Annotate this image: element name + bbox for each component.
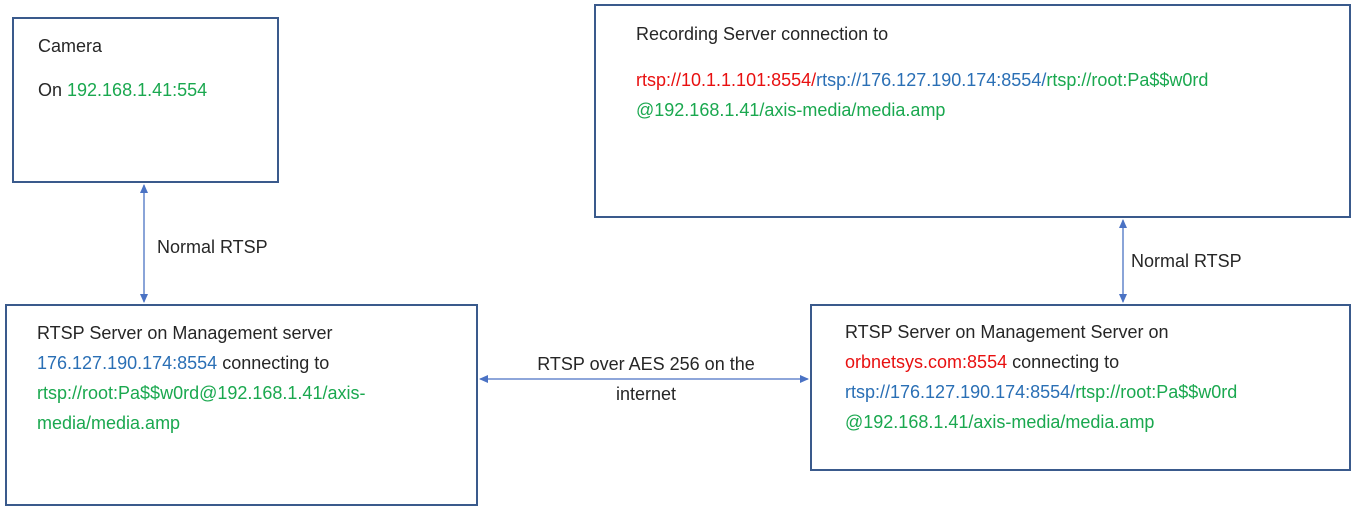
recording-server-box [594,4,1351,218]
mgmt-right-url-part2: rtsp://root:Pa$$w0rd [1075,382,1238,402]
camera-text: Camera On 192.168.1.41:554 [38,31,207,105]
mgmt-right-url-line1: rtsp://176.127.190.174:8554/rtsp://root:… [845,377,1237,407]
camera-title: Camera [38,36,103,56]
mgmt-right-title: RTSP Server on Management Server on [845,322,1169,342]
recording-mgmt-label: Normal RTSP [1131,251,1242,271]
mgmt-left-address: 176.127.190.174:8554 [37,353,218,373]
mgmt-right-connecting: connecting to [1007,352,1120,372]
recording-url-part2: rtsp://176.127.190.174:8554/ [816,70,1047,90]
camera-address-line: On 192.168.1.41:554 [38,75,207,105]
recording-server-title: Recording Server connection to [636,24,889,44]
mgmt-left-address-line: 176.127.190.174:8554 connecting to [37,348,365,378]
internet-label-line1: RTSP over AES 256 on the [537,354,755,374]
mgmt-right-text: RTSP Server on Management Server on orbn… [845,317,1237,437]
mgmt-right-address: orbnetsys.com:8554 [845,352,1008,372]
mgmt-right-box [810,304,1351,471]
mgmt-right-url-line2: @192.168.1.41/axis-media/media.amp [845,412,1155,432]
mgmt-left-url-line1: rtsp://root:Pa$$w0rd@192.168.1.41/axis- [37,383,366,403]
recording-url-part1: rtsp://10.1.1.101:8554/ [636,70,817,90]
camera-mgmt-label: Normal RTSP [157,237,268,257]
internet-label: RTSP over AES 256 on the internet [500,349,792,409]
mgmt-left-connecting: connecting to [217,353,330,373]
mgmt-left-text: RTSP Server on Management server 176.127… [37,318,365,438]
recording-url-part3: rtsp://root:Pa$$w0rd [1046,70,1209,90]
mgmt-left-box [5,304,478,506]
camera-box [12,17,279,183]
internet-label-line2: internet [615,384,677,404]
recording-url-line2: @192.168.1.41/axis-media/media.amp [636,100,946,120]
camera-address: 192.168.1.41:554 [67,80,208,100]
camera-on-prefix: On [38,80,68,100]
recording-server-text: Recording Server connection to rtsp://10… [636,19,1208,125]
mgmt-right-address-line: orbnetsys.com:8554 connecting to [845,347,1237,377]
mgmt-left-title: RTSP Server on Management server [37,323,333,343]
recording-url-line1: rtsp://10.1.1.101:8554/rtsp://176.127.19… [636,65,1208,95]
mgmt-left-url-line2: media/media.amp [37,413,181,433]
mgmt-right-url-part1: rtsp://176.127.190.174:8554/ [845,382,1076,402]
